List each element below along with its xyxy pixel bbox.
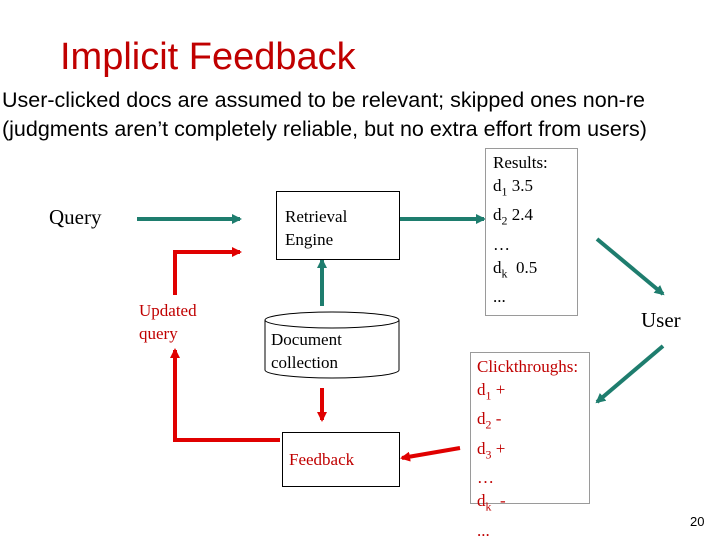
arrow-user-to-clickthroughs [595, 344, 665, 404]
user-label: User [641, 308, 681, 332]
clickthroughs-row: dk - [477, 491, 506, 514]
updated-query-line-1: Updated [139, 301, 197, 320]
arrow-feedback-to-updated-query [170, 348, 280, 442]
subtitle-line-2: (judgments aren’t completely reliable, b… [2, 117, 647, 141]
results-box: Results: d1 3.5 d2 2.4 … dk 0.5 ... [485, 148, 578, 316]
retrieval-engine-line-1: Retrieval [285, 207, 348, 226]
page-number: 20 [690, 514, 705, 529]
updated-query-label: Updated query [139, 299, 197, 345]
results-heading: Results: [493, 153, 548, 172]
subtitle-line-1: User-clicked docs are assumed to be rele… [2, 88, 645, 112]
feedback-label: Feedback [289, 450, 355, 469]
arrow-updated-query-to-engine [173, 247, 242, 295]
clickthroughs-box: Clickthroughs: d1 + d2 - d3 + … dk - ... [470, 352, 590, 540]
results-row: d2 2.4 [493, 205, 533, 228]
updated-query-line-2: query [139, 324, 178, 343]
results-row: … [493, 234, 510, 254]
document-collection-label: Document collection [271, 328, 342, 374]
arrow-clickthroughs-to-feedback [400, 446, 461, 462]
results-row: dk 0.5 [493, 257, 538, 281]
slide-title: Implicit Feedback [60, 36, 356, 78]
arrow-results-to-user [595, 237, 665, 296]
clickthroughs-row: ... [477, 520, 490, 540]
document-collection-line-2: collection [271, 353, 339, 372]
retrieval-engine-line-2: Engine [285, 230, 334, 249]
clickthroughs-row: d1 + [477, 380, 506, 403]
retrieval-engine-box: Retrieval Engine [276, 191, 400, 260]
clickthroughs-row: d3 + [477, 438, 506, 462]
feedback-box: Feedback [282, 432, 400, 487]
results-row: d1 3.5 [493, 176, 533, 199]
clickthroughs-row: … [477, 468, 494, 488]
document-collection-line-1: Document [271, 330, 342, 349]
query-label: Query [49, 205, 102, 229]
results-row: ... [493, 287, 506, 307]
clickthroughs-row: d2 - [477, 409, 502, 432]
clickthroughs-heading: Clickthroughs: [477, 357, 579, 376]
document-collection-cylinder [264, 311, 400, 379]
